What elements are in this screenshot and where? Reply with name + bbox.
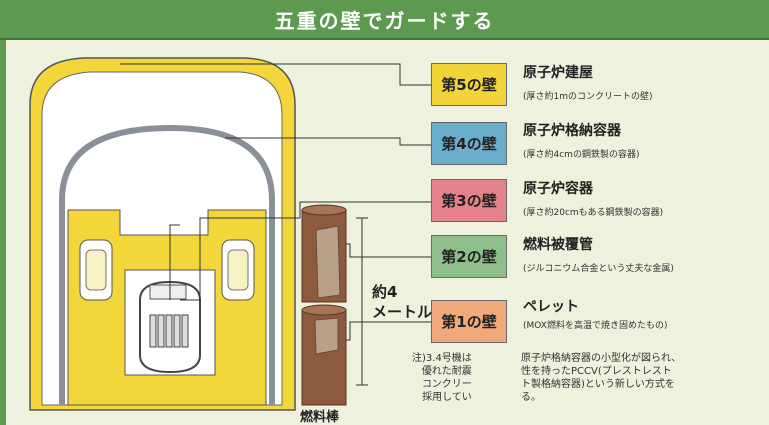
note-left-line: 優れた耐震 xyxy=(421,366,472,377)
left-accent-rule xyxy=(0,40,6,425)
rod-length-line2: メートル xyxy=(372,303,433,321)
length-bracket xyxy=(356,217,368,386)
rod-length-label: 約4 メートル xyxy=(372,282,432,322)
wall-2-desc: (ジルコニウム合金という丈夫な金属) xyxy=(523,264,674,274)
fuel-assembly xyxy=(149,314,189,348)
title-bar: 五重の壁でガードする xyxy=(0,0,769,40)
wall-4-badge: 第4の壁 xyxy=(431,122,507,165)
note-right-line: 原子炉格納容器の小型化が図られ、 xyxy=(521,353,682,364)
wall-2-badge: 第2の壁 xyxy=(431,235,507,278)
sg-right-inner xyxy=(227,249,249,291)
note-left-line: コンクリー xyxy=(421,379,472,390)
fuel-rod-lower xyxy=(301,304,347,406)
sg-left-inner xyxy=(85,249,107,291)
note-right-line: る。 xyxy=(521,392,541,403)
wall-5-name: 原子炉建屋 xyxy=(523,65,593,81)
rod-length-line1: 約4 xyxy=(372,283,398,301)
wall-3-name: 原子炉容器 xyxy=(523,181,593,197)
reactor-illustration xyxy=(29,57,431,411)
fuel-rod-label: 燃料棒 xyxy=(300,410,340,425)
wall-2-name: 燃料被覆管 xyxy=(523,237,593,253)
wall-1-badge: 第1の壁 xyxy=(431,300,507,343)
note-right-column: 原子炉格納容器の小型化が図られ、 性を持ったPCCV(プレストレスト ト製格納容… xyxy=(521,352,681,404)
wall-1-desc: (MOX燃料を高温で焼き固めたもの) xyxy=(523,321,668,331)
wall-5-desc: (厚さ約1mのコンクリートの壁) xyxy=(523,92,653,102)
note-left-line: 注)3.4号機は xyxy=(412,353,472,364)
wall-4-desc: (厚さ約4cmの鋼鉄製の容器) xyxy=(523,150,640,160)
wall-3-badge: 第3の壁 xyxy=(431,179,507,222)
wall-1-name: ペレット xyxy=(523,299,579,315)
wall-3-desc: (厚さ約20cmもある鋼鉄製の容器) xyxy=(523,208,664,218)
wall-5-badge: 第5の壁 xyxy=(431,63,507,106)
note-right-line: ト製格納容器)という新しい方式を xyxy=(521,379,675,390)
note-left-line: 採用してい xyxy=(422,392,472,403)
control-rod-drive xyxy=(149,284,187,300)
containment-vessel-shape xyxy=(59,124,275,405)
wall-4-name: 原子炉格納容器 xyxy=(523,123,621,139)
diagram-title: 五重の壁でガードする xyxy=(274,8,495,33)
fuel-rod-upper xyxy=(301,204,347,303)
note-left-column: 注)3.4号機は 優れた耐震 コンクリー 採用してい xyxy=(412,352,472,404)
note-right-line: 性を持ったPCCV(プレストレスト xyxy=(521,366,672,377)
